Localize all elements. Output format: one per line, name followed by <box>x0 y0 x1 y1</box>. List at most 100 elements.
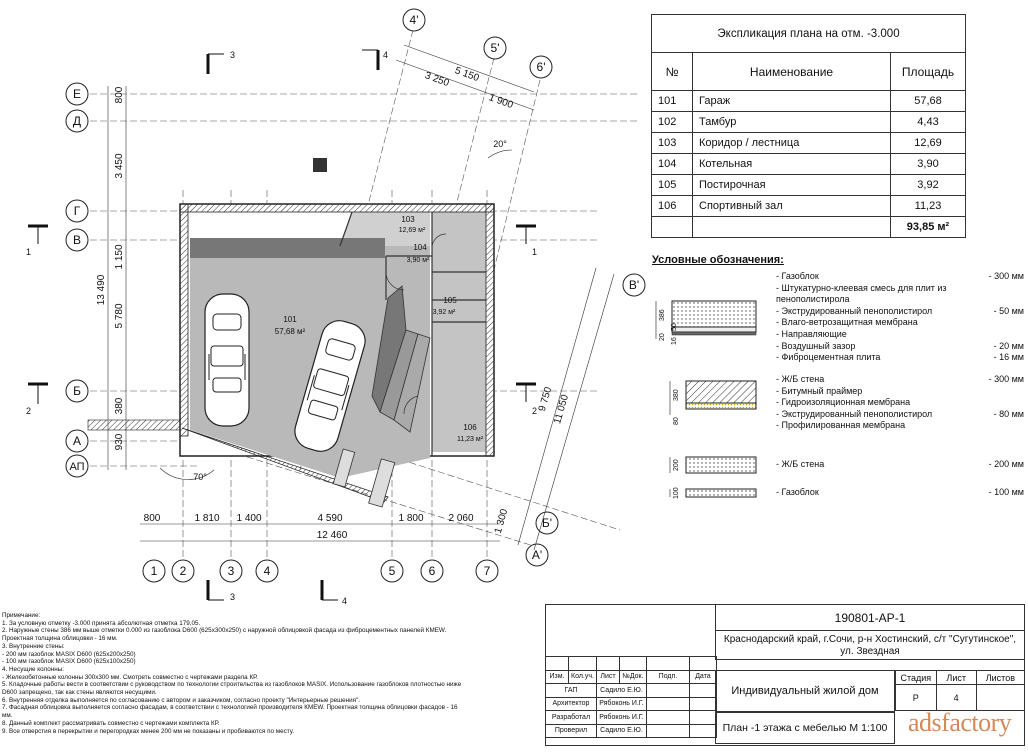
svg-text:13 490: 13 490 <box>96 274 107 305</box>
svg-text:5: 5 <box>389 564 396 578</box>
axis-top-6p: 6' <box>529 55 553 79</box>
project-code: 190801-АР-1 <box>715 604 1025 630</box>
explication-title: Экспликация плана на отм. -3.000 <box>651 14 966 53</box>
svg-text:20°: 20° <box>493 139 507 149</box>
legend-group-4: - Газоблок- 100 мм <box>776 487 1024 497</box>
axis-top-4p: 4' <box>402 8 426 32</box>
dims-left: 800 3 450 1 150 5 780 380 930 13 490 <box>96 86 127 470</box>
svg-text:7: 7 <box>484 564 491 578</box>
axis-left-D: Д <box>65 109 89 133</box>
sheet-title: План -1 этажа с мебелью М 1:100 <box>715 712 895 744</box>
svg-text:1 800: 1 800 <box>398 513 423 524</box>
svg-text:1: 1 <box>151 564 158 578</box>
svg-text:4: 4 <box>264 564 271 578</box>
legend-swatches: 386 50 20 16 380 80 200 100 <box>655 300 757 499</box>
col-header-name: Наименование <box>692 52 891 91</box>
svg-text:А: А <box>73 434 81 448</box>
room-101-num: 101 <box>283 315 297 324</box>
svg-text:5 780: 5 780 <box>114 303 125 328</box>
svg-text:4 590: 4 590 <box>317 513 342 524</box>
room-103-num: 103 <box>401 215 415 224</box>
legend-dim: 200 <box>673 459 680 471</box>
room-106-num: 106 <box>463 423 477 432</box>
svg-text:2: 2 <box>532 406 537 416</box>
svg-text:930: 930 <box>114 433 125 450</box>
legend-group-2: - Ж/Б стена- 300 мм - Битумный праймер -… <box>776 374 1024 431</box>
svg-text:1 300: 1 300 <box>493 507 511 535</box>
axis-bottom-5: 5 <box>380 559 404 583</box>
sheet-value: 4 <box>935 684 977 711</box>
svg-text:3: 3 <box>228 564 235 578</box>
svg-text:4': 4' <box>410 13 419 27</box>
legend-dim: 20 <box>659 333 666 341</box>
legend-dim: 100 <box>673 487 680 499</box>
stairs <box>332 285 431 508</box>
svg-text:4: 4 <box>383 50 388 60</box>
svg-text:1: 1 <box>532 247 537 257</box>
axis-bottom-2: 2 <box>171 559 195 583</box>
room-103-area: 12,69 м² <box>399 227 426 234</box>
legend-dim: 386 <box>659 309 666 321</box>
explication-table: Экспликация плана на отм. -3.000 № Наиме… <box>651 14 966 238</box>
col-header-area: Площадь <box>890 52 966 91</box>
svg-text:3: 3 <box>230 50 235 60</box>
axis-bottom-1: 1 <box>142 559 166 583</box>
axis-bottom-7: 7 <box>475 559 499 583</box>
svg-text:3 450: 3 450 <box>114 153 125 178</box>
stage-table: Стадия Лист Листов Р 4 <box>895 670 1026 711</box>
svg-text:2: 2 <box>180 564 187 578</box>
car-right <box>294 320 366 452</box>
svg-text:3: 3 <box>230 592 235 602</box>
watermark-logo: adsfactory <box>908 708 1012 737</box>
axis-left-A: А <box>65 429 89 453</box>
svg-text:70°: 70° <box>193 472 207 482</box>
object-name: Индивидуальный жилой дом <box>715 670 895 712</box>
legend-dim: 80 <box>673 417 680 425</box>
axis-left-AP: АП <box>65 454 89 478</box>
svg-text:Б: Б <box>73 384 81 398</box>
section-marks: 3 4 1 2 2 3 4 1 <box>26 49 537 606</box>
svg-text:1 400: 1 400 <box>236 513 261 524</box>
legend-dim: 380 <box>673 389 680 401</box>
svg-text:АП: АП <box>69 461 84 473</box>
svg-text:Д: Д <box>73 114 81 128</box>
legend-group-1: - Газоблок- 300 мм - Штукатурно-клеевая … <box>776 271 1024 363</box>
axis-left-B: Б <box>65 379 89 403</box>
svg-text:11 050: 11 050 <box>552 393 571 425</box>
title-block: 190801-АР-1 Краснодарский край, г.Сочи, … <box>545 604 1026 746</box>
entry-step <box>87 419 181 431</box>
room-104-area: 3,90 м² <box>407 257 430 264</box>
svg-text:9 750: 9 750 <box>537 385 555 413</box>
axis-top-5p: 5' <box>483 36 507 60</box>
axis-left-G: Г <box>65 199 89 223</box>
stage-value: Р <box>895 684 937 711</box>
axis-bottom-4: 4 <box>255 559 279 583</box>
legend-group-3: - Ж/Б стена- 200 мм <box>776 459 1024 469</box>
col-header-num: № <box>651 52 693 91</box>
room-101-area: 57,68 м² <box>275 327 306 336</box>
axis-right-Ap: А' <box>525 543 549 567</box>
notes-block: Примечание:1. За условную отметку -3.000… <box>2 612 462 735</box>
dims-bottom: 800 1 810 1 400 4 590 1 800 2 060 12 460 <box>140 513 500 542</box>
svg-text:А': А' <box>532 548 542 562</box>
project-address: Краснодарский край, г.Сочи, р-н Хостинск… <box>715 630 1025 660</box>
legend-title: Условные обозначения: <box>652 254 784 266</box>
svg-text:6': 6' <box>537 60 546 74</box>
axis-bottom-6: 6 <box>420 559 444 583</box>
room-104-num: 104 <box>413 243 427 252</box>
room-105-num: 105 <box>443 296 457 305</box>
svg-text:Г: Г <box>74 204 81 218</box>
svg-text:3 250: 3 250 <box>423 70 451 89</box>
svg-text:1: 1 <box>26 247 31 257</box>
table-total-row: 93,85 м² <box>651 216 966 238</box>
svg-text:6: 6 <box>429 564 436 578</box>
svg-text:380: 380 <box>114 397 125 414</box>
total-area: 93,85 м² <box>890 216 966 238</box>
dims-top-angled: 3 250 5 150 1 900 20° <box>395 44 535 159</box>
